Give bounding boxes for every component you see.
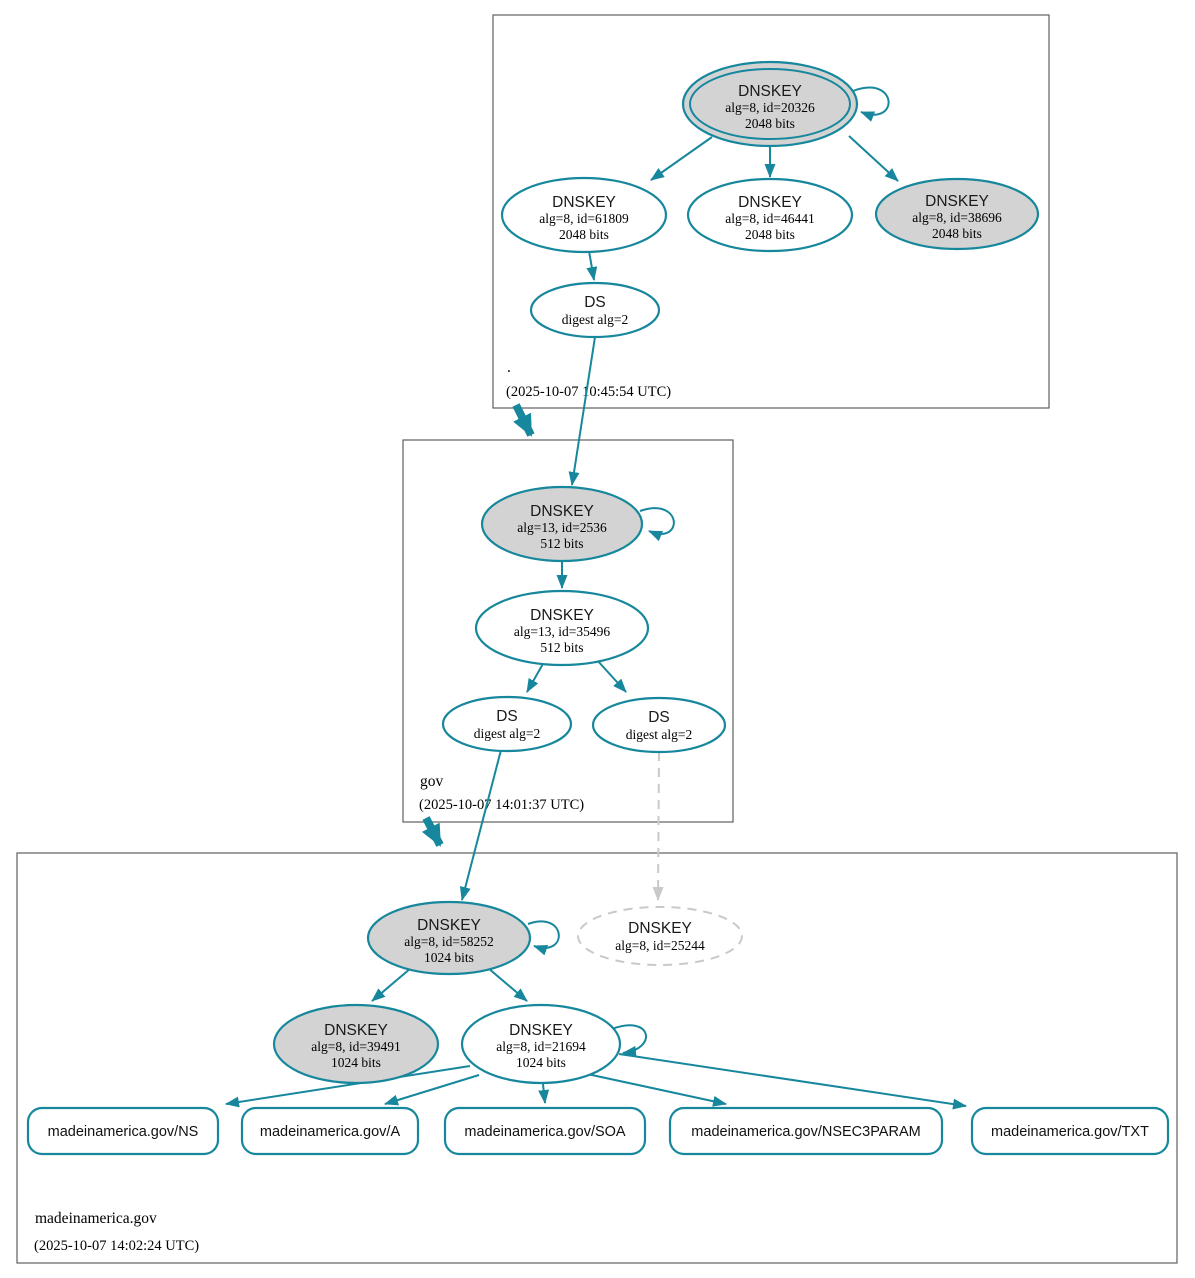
edge-gov-ds1-to-mia-ksk xyxy=(459,749,502,901)
node-detail: digest alg=2 xyxy=(474,726,540,741)
zone-timestamp-madeinamerica: (2025-10-07 14:02:24 UTC) xyxy=(34,1238,199,1254)
rrset-madeinamerica-nsec3param: madeinamerica.gov/NSEC3PARAM xyxy=(668,1106,944,1156)
node-detail: digest alg=2 xyxy=(626,727,692,742)
node-detail: alg=13, id=2536 xyxy=(517,520,607,535)
edge-gov-ds2-to-mia-unknown xyxy=(652,751,664,901)
zone-label-madeinamerica: madeinamerica.gov xyxy=(35,1210,157,1227)
node-detail: alg=8, id=38696 xyxy=(912,210,1002,225)
dnskey-node-20326: DNSKEY alg=8, id=20326 2048 bits xyxy=(681,60,859,148)
node-detail: alg=8, id=61809 xyxy=(539,211,629,226)
dnskey-node-35496: DNSKEY alg=13, id=35496 512 bits xyxy=(474,589,650,667)
edge-root-zsk1-to-ds xyxy=(586,250,598,281)
node-title: DNSKEY xyxy=(925,193,989,210)
edge-mia-zsk2-to-nsec3param xyxy=(577,1071,727,1107)
edge-delegation-gov-to-mia xyxy=(421,816,444,847)
node-title: DNSKEY xyxy=(738,83,802,100)
node-title: DNSKEY xyxy=(324,1022,388,1039)
edge-root-ksk-to-zsk3 xyxy=(848,135,899,182)
edge-root-ds-to-gov-ksk xyxy=(568,336,596,486)
node-size: 1024 bits xyxy=(424,950,474,965)
node-size: 512 bits xyxy=(540,640,583,655)
dnskey-node-21694: DNSKEY alg=8, id=21694 1024 bits xyxy=(460,1003,622,1085)
node-detail: alg=8, id=58252 xyxy=(404,934,493,949)
edge-mia-zsk2-to-soa xyxy=(538,1083,550,1104)
node-title: DNSKEY xyxy=(509,1022,573,1039)
edge-mia-ksk-to-zsk1 xyxy=(371,967,412,1002)
edge-delegation-root-to-gov xyxy=(512,403,535,437)
edge-mia-ksk-to-zsk2 xyxy=(487,967,528,1002)
node-title: DS xyxy=(584,294,606,311)
zone-timestamp-gov: (2025-10-07 14:01:37 UTC) xyxy=(419,797,584,813)
zone-label-gov: gov xyxy=(420,773,444,790)
rrset-label: madeinamerica.gov/NSEC3PARAM xyxy=(691,1124,920,1140)
edge-gov-zsk-to-ds1 xyxy=(526,661,545,693)
node-size: 1024 bits xyxy=(516,1055,566,1070)
node-size: 512 bits xyxy=(540,536,583,551)
node-title: DS xyxy=(648,709,670,726)
edge-gov-ksk-selfloop xyxy=(639,507,675,542)
rrset-label: madeinamerica.gov/SOA xyxy=(464,1124,626,1140)
zone-label-root: . xyxy=(507,359,511,376)
node-size: 2048 bits xyxy=(559,227,609,242)
node-title: DS xyxy=(496,708,518,725)
node-detail: alg=8, id=46441 xyxy=(725,211,814,226)
node-size: 2048 bits xyxy=(932,226,982,241)
zone-box-madeinamerica xyxy=(16,852,1178,1264)
dnskey-node-39491: DNSKEY alg=8, id=39491 1024 bits xyxy=(272,1003,440,1085)
edge-root-ksk-to-zsk1 xyxy=(650,136,713,181)
node-title: DNSKEY xyxy=(628,920,692,937)
node-detail: alg=8, id=20326 xyxy=(725,100,815,115)
node-detail: alg=8, id=39491 xyxy=(311,1039,400,1054)
edge-mia-ksk-selfloop xyxy=(527,920,560,956)
edge-gov-zsk-to-ds2 xyxy=(596,659,627,693)
dnskey-node-38696: DNSKEY alg=8, id=38696 2048 bits xyxy=(874,177,1040,251)
node-title: DNSKEY xyxy=(738,194,802,211)
node-detail: alg=8, id=21694 xyxy=(496,1039,586,1054)
edge-mia-zsk2-to-txt xyxy=(618,1053,967,1110)
node-detail: alg=8, id=25244 xyxy=(615,938,705,953)
rrset-label: madeinamerica.gov/NS xyxy=(48,1124,199,1140)
node-size: 2048 bits xyxy=(745,227,795,242)
dnskey-node-25244-unknown: DNSKEY alg=8, id=25244 xyxy=(577,906,743,966)
dnskey-node-58252: DNSKEY alg=8, id=58252 1024 bits xyxy=(366,900,532,976)
zone-timestamp-root: (2025-10-07 10:45:54 UTC) xyxy=(506,384,671,400)
rrset-label: madeinamerica.gov/TXT xyxy=(991,1124,1149,1140)
node-title: DNSKEY xyxy=(530,607,594,624)
ds-node-root: DS digest alg=2 xyxy=(529,281,661,339)
node-title: DNSKEY xyxy=(530,503,594,520)
dnskey-node-61809: DNSKEY alg=8, id=61809 2048 bits xyxy=(500,176,668,254)
node-detail: alg=13, id=35496 xyxy=(514,624,610,639)
node-title: DNSKEY xyxy=(552,194,616,211)
rrset-madeinamerica-txt: madeinamerica.gov/TXT xyxy=(970,1106,1170,1156)
edge-mia-zsk2-to-a xyxy=(384,1074,480,1106)
node-size: 1024 bits xyxy=(331,1055,381,1070)
node-title: DNSKEY xyxy=(417,917,481,934)
rrset-madeinamerica-ns: madeinamerica.gov/NS xyxy=(26,1106,220,1156)
zone-box-gov xyxy=(402,439,734,823)
ds-node-gov-1: DS digest alg=2 xyxy=(441,695,573,753)
dnskey-node-2536: DNSKEY alg=13, id=2536 512 bits xyxy=(480,485,644,563)
dnskey-node-46441: DNSKEY alg=8, id=46441 2048 bits xyxy=(686,177,854,253)
node-size: 2048 bits xyxy=(745,116,795,131)
rrset-madeinamerica-a: madeinamerica.gov/A xyxy=(240,1106,420,1156)
rrset-label: madeinamerica.gov/A xyxy=(260,1124,401,1140)
edge-root-ksk-selfloop xyxy=(852,86,890,122)
edge-mia-zsk2-to-ns xyxy=(225,1065,471,1108)
edge-mia-zsk2-selfloop xyxy=(611,1024,647,1057)
rrset-madeinamerica-soa: madeinamerica.gov/SOA xyxy=(443,1106,647,1156)
ds-node-gov-2: DS digest alg=2 xyxy=(591,696,727,754)
zone-box-root xyxy=(492,14,1050,409)
node-detail: digest alg=2 xyxy=(562,312,628,327)
